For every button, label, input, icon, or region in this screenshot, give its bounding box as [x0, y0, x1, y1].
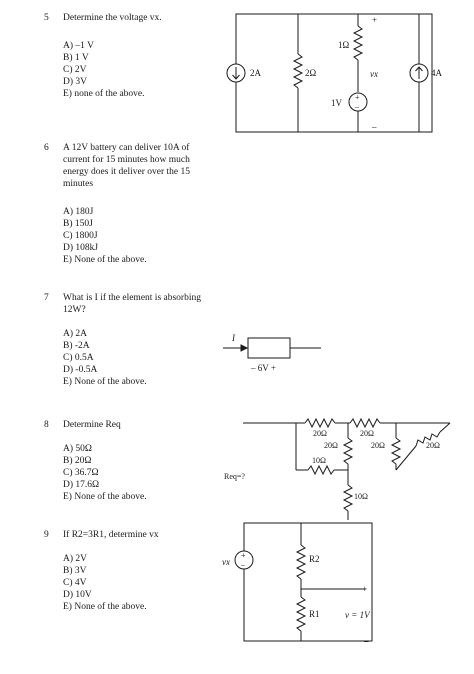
q9-option-e[interactable]: E) None of the above.: [63, 602, 147, 612]
q6-option-e[interactable]: E) None of the above.: [63, 255, 147, 265]
q6-option-b[interactable]: B) 150J: [63, 219, 93, 229]
circuit8-r4-label: 20Ω: [371, 441, 385, 450]
circuit9-src-minus: –: [240, 560, 246, 569]
q6-option-c[interactable]: C) 1800J: [63, 231, 98, 241]
q8-number: 8: [44, 420, 49, 430]
circuit7-element-box: [247, 337, 291, 359]
circuit9-r2-label: R2: [309, 554, 320, 564]
circuit8: 20Ω 20Ω 20Ω 20Ω 20Ω 10Ω 10Ω Req=?: [224, 417, 451, 520]
q8-option-b[interactable]: B) 20Ω: [63, 456, 92, 466]
circuit7-voltage-label: – 6V +: [250, 363, 276, 373]
q5-option-a[interactable]: A) –1 V: [63, 41, 94, 51]
q9-option-d[interactable]: D) 10V: [63, 590, 92, 600]
circuit5-left-current-source: [226, 63, 246, 83]
circuit5-plus: +: [372, 15, 377, 25]
q9-number: 9: [44, 530, 49, 540]
circuit5-src-left-label: 2A: [250, 68, 262, 78]
q7-text: What is I if the element is absorbing 12…: [63, 293, 201, 315]
circuit8-r7-label: 10Ω: [354, 492, 368, 501]
circuit5-resistor-2ohm: [292, 53, 304, 89]
q8-option-e[interactable]: E) None of the above.: [63, 492, 147, 502]
q8-text: Determine Req: [63, 420, 121, 430]
circuit5-src-minus: –: [354, 102, 360, 111]
q5-text: Determine the voltage vx.: [63, 13, 162, 23]
q7-options: A) 2A B) -2A C) 0.5A D) -0.5A E) None of…: [63, 328, 147, 388]
circuit9-voltage-source: + –: [234, 550, 254, 570]
q5-option-b[interactable]: B) 1 V: [63, 53, 89, 63]
q7-number: 7: [44, 293, 49, 303]
circuit8-r3-label: 20Ω: [324, 441, 338, 450]
circuit9-r2: [295, 544, 307, 580]
q9-text: If R2=3R1, determine vx: [63, 530, 159, 540]
q8-option-c[interactable]: C) 36.7Ω: [63, 468, 99, 478]
q8-option-a[interactable]: A) 50Ω: [63, 444, 92, 454]
q5-option-e[interactable]: E) none of the above.: [63, 89, 145, 99]
q6-options: A) 180J B) 150J C) 1800J D) 108kJ E) Non…: [63, 206, 147, 266]
circuit8-r-vert3: [342, 484, 354, 512]
circuit9-r1: [295, 596, 307, 632]
circuit8-req-label: Req=?: [224, 472, 245, 481]
q6-text: A 12V battery can deliver 10A of current…: [63, 143, 190, 189]
circuit8-r-top2: [349, 417, 381, 429]
circuit9-minus: –: [363, 636, 369, 646]
circuit9-plus: +: [362, 584, 367, 594]
circuit7-current-label: I: [231, 333, 236, 343]
q5-option-d[interactable]: D) 3V: [63, 77, 88, 87]
circuit8-r6-label: 10Ω: [312, 456, 326, 465]
circuit8-r-top1: [304, 417, 336, 429]
circuit9-frame: [243, 522, 373, 642]
circuit8-r1-label: 20Ω: [313, 429, 327, 438]
q7-option-c[interactable]: C) 0.5A: [63, 353, 94, 363]
circuit8-r2-label: 20Ω: [360, 429, 374, 438]
q6-option-a[interactable]: A) 180J: [63, 207, 94, 217]
q6-option-d[interactable]: D) 108kJ: [63, 243, 99, 253]
circuit7-current-arrow-icon: [240, 344, 249, 352]
q9-option-a[interactable]: A) 2V: [63, 554, 88, 564]
circuit9-r1-label: R1: [309, 609, 320, 619]
circuit9-v-label: v = 1V: [345, 610, 371, 620]
circuit5-frame: [235, 13, 433, 133]
circuit9: + – vx R2 R1 + – v = 1V: [222, 522, 373, 646]
circuit8-r-vert2: [390, 437, 402, 465]
circuit5-vx-label: vx: [370, 69, 378, 79]
circuit5-resistor-1ohm: [352, 25, 364, 61]
circuit5-voltage-source: + –: [348, 92, 368, 112]
circuit9-src-plus: +: [241, 551, 246, 560]
circuit8-r-vert1: [342, 437, 354, 465]
circuit5-right-current-source: [409, 63, 429, 83]
q9-option-c[interactable]: C) 4V: [63, 578, 87, 588]
circuit5-src-plus: +: [355, 93, 360, 102]
q5-options: A) –1 V B) 1 V C) 2V D) 3V E) none of th…: [63, 40, 145, 100]
circuit7: I – 6V +: [223, 333, 321, 373]
circuit5-r-top-label: 1Ω: [338, 40, 350, 50]
circuit8-r-diag: [415, 431, 441, 447]
circuit9-vx-label: vx: [222, 557, 230, 567]
circuit5-src-voltage-label: 1V: [331, 98, 343, 108]
q6-number: 6: [44, 143, 49, 153]
q7-option-d[interactable]: D) -0.5A: [63, 365, 98, 375]
circuit8-r-horiz: [307, 464, 335, 476]
circuit5-src-right-label: 4A: [431, 68, 443, 78]
q7-option-e[interactable]: E) None of the above.: [63, 377, 147, 387]
q7-option-b[interactable]: B) -2A: [63, 341, 90, 351]
q9-option-b[interactable]: B) 3V: [63, 566, 87, 576]
q5-number: 5: [44, 13, 49, 23]
circuit5-minus: –: [371, 122, 377, 132]
q5-option-c[interactable]: C) 2V: [63, 65, 87, 75]
circuit8-r5-label: 20Ω: [426, 441, 440, 450]
circuit5: 2A 2Ω 1Ω + – 1V + vx – 4A: [226, 13, 443, 133]
circuit5-r-left-label: 2Ω: [305, 68, 317, 78]
q8-option-d[interactable]: D) 17.6Ω: [63, 480, 100, 490]
q9-options: A) 2V B) 3V C) 4V D) 10V E) None of the …: [63, 553, 147, 613]
q7-option-a[interactable]: A) 2A: [63, 329, 88, 339]
q8-options: A) 50Ω B) 20Ω C) 36.7Ω D) 17.6Ω E) None …: [63, 443, 147, 503]
